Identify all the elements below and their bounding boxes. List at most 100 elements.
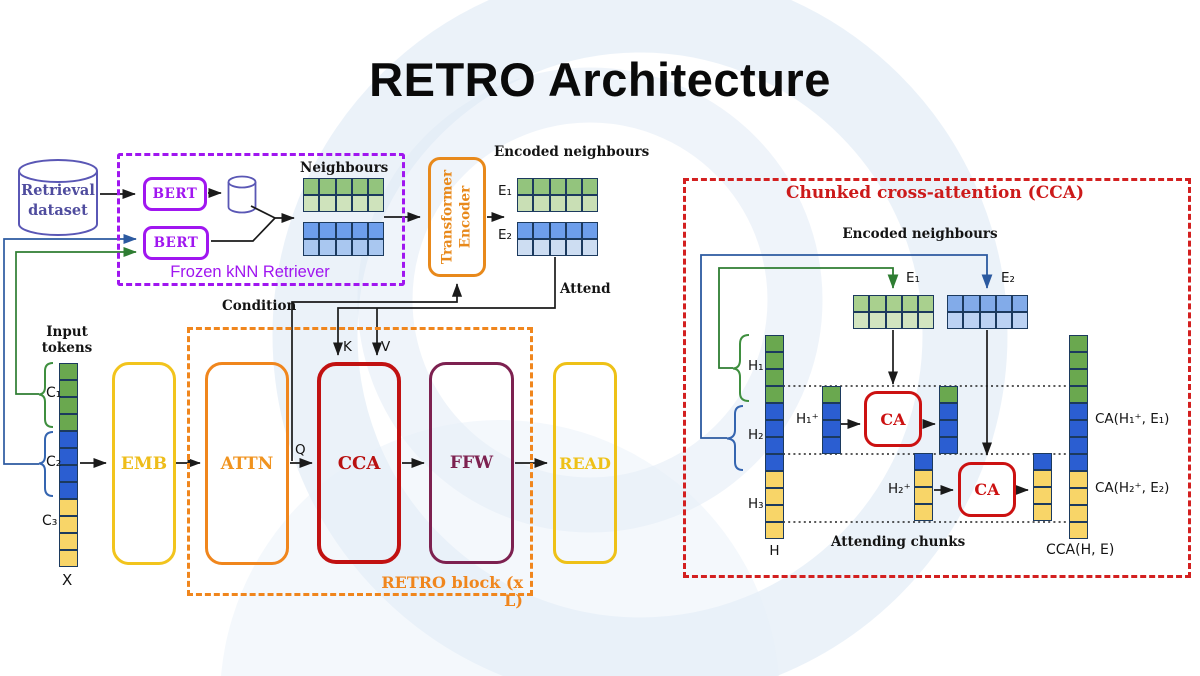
frozen-knn-retriever-box <box>117 153 405 286</box>
neighbours-grid-blue <box>303 222 385 256</box>
transformer-encoder-line2: Encoder <box>457 185 473 249</box>
e1-grid <box>517 178 599 212</box>
token-cell <box>822 437 841 454</box>
token-cell <box>59 448 78 465</box>
token-cell <box>1069 420 1088 437</box>
token-cell <box>59 380 78 397</box>
token-cell <box>351 178 369 195</box>
token-cell <box>1069 488 1088 505</box>
token-cell <box>335 195 352 212</box>
token-cell <box>303 222 320 239</box>
h-column <box>765 335 784 539</box>
bert-box-1: BERT <box>143 177 207 211</box>
input-tokens-line1: Input <box>46 324 88 340</box>
e2-label: E₂ <box>498 227 512 243</box>
token-cell <box>765 386 784 403</box>
token-cell <box>565 239 583 256</box>
token-cell <box>765 420 784 437</box>
chunked-cross-attention-box <box>683 178 1191 578</box>
token-cell <box>565 178 583 195</box>
attend-label: Attend <box>560 281 611 297</box>
cca-output-label: CCA(H, E) <box>1046 542 1115 558</box>
token-cell <box>59 499 78 516</box>
token-cell <box>869 295 886 312</box>
token-cell <box>765 352 784 369</box>
frozen-knn-retriever-label: Frozen kNN Retriever <box>170 263 330 281</box>
token-cell <box>582 222 599 239</box>
x-label: X <box>62 571 73 589</box>
token-cell <box>351 222 369 239</box>
token-cell <box>939 386 958 403</box>
input-tokens-label: Input tokens <box>38 324 96 356</box>
token-cell <box>582 239 599 256</box>
token-cell <box>59 397 78 414</box>
token-cell <box>533 178 550 195</box>
token-cell <box>303 239 320 256</box>
token-cell <box>319 178 336 195</box>
line-bert2-merge <box>211 217 276 242</box>
token-cell <box>59 431 78 448</box>
ca2-box: CA <box>958 462 1016 517</box>
ca2-output-column <box>1033 453 1052 521</box>
h2-plus-label: H₂⁺ <box>888 481 911 497</box>
token-cell <box>351 195 369 212</box>
token-cell <box>549 222 566 239</box>
token-cell <box>765 369 784 386</box>
token-cell <box>303 195 320 212</box>
token-cell <box>979 312 996 329</box>
token-cell <box>914 470 933 487</box>
token-cell <box>947 312 964 329</box>
token-cell <box>1069 386 1088 403</box>
token-cell <box>351 239 369 256</box>
token-cell <box>885 312 902 329</box>
token-cell <box>822 403 841 420</box>
panel-e1-label: E₁ <box>906 270 920 286</box>
token-cell <box>1012 295 1029 312</box>
h3-label: H₃ <box>748 496 764 512</box>
retrieval-dataset-line2: dataset <box>28 202 88 220</box>
ca1-output-column <box>939 386 958 454</box>
token-cell <box>822 420 841 437</box>
transformer-encoder-label: Transformer Encoder <box>439 157 474 277</box>
c2-label: C₂ <box>46 454 62 470</box>
e1-label: E₁ <box>498 183 512 199</box>
retrieval-dataset-cylinder <box>18 159 98 236</box>
token-cell <box>765 471 784 488</box>
panel-encoded-neighbours-label: Encoded neighbours <box>842 226 998 242</box>
blue-route-h2-to-e2 <box>700 254 993 439</box>
ca1-output-label: CA(H₁⁺, E₁) <box>1095 411 1170 427</box>
token-cell <box>1069 369 1088 386</box>
transformer-encoder-box: Transformer Encoder <box>428 157 486 277</box>
token-cell <box>335 239 352 256</box>
bert-box-2: BERT <box>143 226 209 260</box>
token-cell <box>979 295 996 312</box>
e2-grid <box>517 222 599 256</box>
encoded-neighbours-label: Encoded neighbours <box>494 144 650 160</box>
token-cell <box>901 295 919 312</box>
token-cell <box>914 504 933 521</box>
token-cell <box>368 178 385 195</box>
neighbours-label: Neighbours <box>300 160 389 176</box>
ca2-output-label: CA(H₂⁺, E₂) <box>1095 480 1170 496</box>
attend-line-k <box>332 257 556 356</box>
token-cell <box>59 465 78 482</box>
input-tokens-line2: tokens <box>41 340 93 357</box>
token-cell <box>533 239 550 256</box>
token-cell <box>582 178 599 195</box>
token-cell <box>765 454 784 471</box>
token-cell <box>319 239 336 256</box>
token-cell <box>517 239 534 256</box>
token-cell <box>918 295 935 312</box>
transformer-encoder-line1: Transformer <box>439 169 456 265</box>
h2-plus-column <box>914 453 933 521</box>
token-cell <box>533 222 550 239</box>
c1-brace <box>38 362 54 428</box>
token-cell <box>1033 453 1052 470</box>
c2-brace <box>38 431 54 497</box>
token-cell <box>368 239 385 256</box>
token-cell <box>963 295 980 312</box>
token-cell <box>1069 437 1088 454</box>
token-cell <box>517 222 534 239</box>
retrieval-dataset-line1: Retrieval <box>21 182 95 199</box>
